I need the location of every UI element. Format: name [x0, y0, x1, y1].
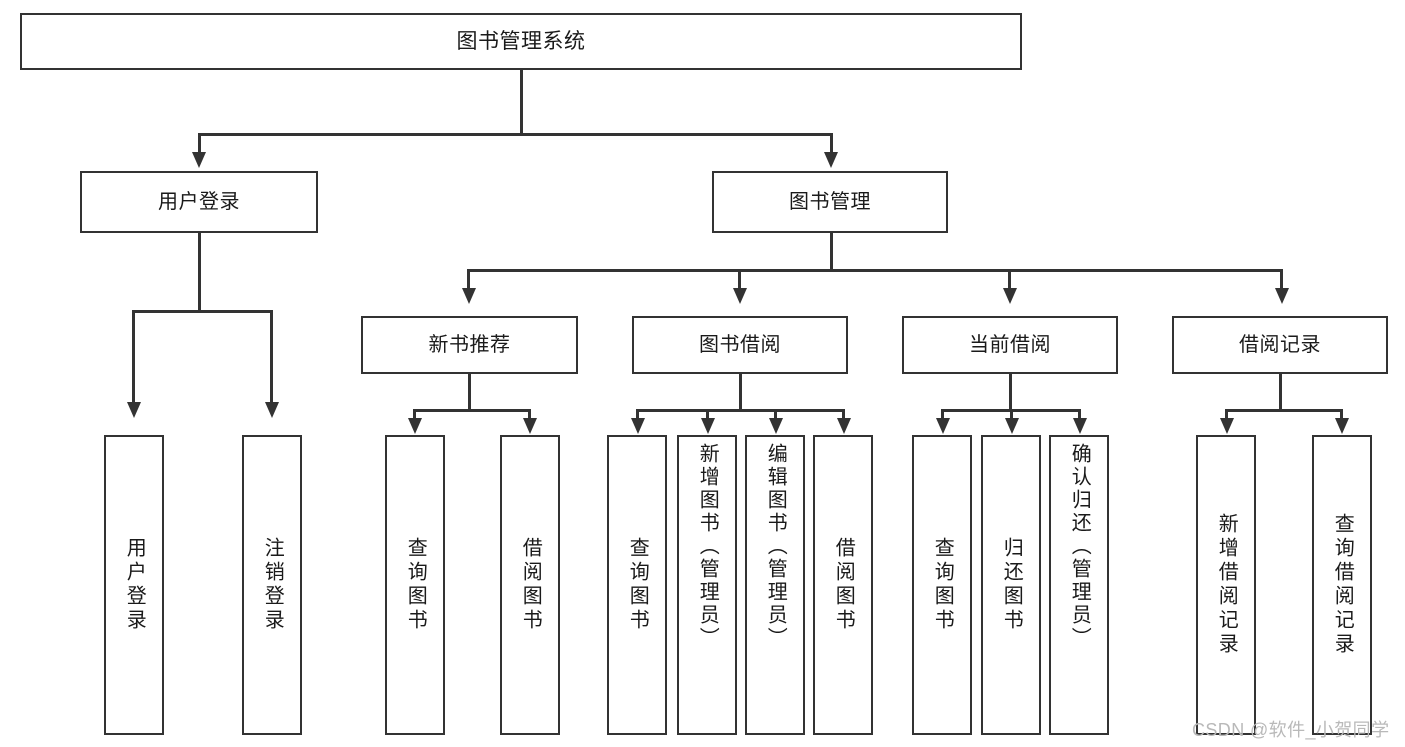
connector-drop-leaf-query-record	[1340, 409, 1343, 421]
arrow-head-book-management	[824, 152, 838, 168]
arrow-head-leaf-add-book	[701, 418, 715, 434]
connector-drop-leaf-add-book	[706, 409, 709, 421]
arrow-head-leaf-borrow-book-1	[523, 418, 537, 434]
connector-level3-bus	[467, 269, 1282, 272]
leaf-borrow-book-recommend[interactable]: 借阅图书	[500, 435, 560, 735]
leaf-edit-book-admin[interactable]: 编辑图书（管理员）	[745, 435, 805, 735]
connector-drop-leaf-user-login	[132, 310, 135, 405]
node-book-borrow[interactable]: 图书借阅	[632, 316, 848, 374]
leaf-confirm-return-admin[interactable]: 确认归还（管理员）	[1049, 435, 1109, 735]
leaf-add-book-admin[interactable]: 新增图书（管理员）	[677, 435, 737, 735]
leaf-query-book-recommend[interactable]: 查询图书	[385, 435, 445, 735]
connector-drop-leaf-query-book-1	[413, 409, 416, 421]
leaf-logout[interactable]: 注销登录	[242, 435, 302, 735]
connector-drop-leaf-logout	[270, 310, 273, 405]
arrow-head-borrow-record	[1275, 288, 1289, 304]
connector-new-book-recommend-bus	[413, 409, 531, 412]
arrow-head-leaf-user-login	[127, 402, 141, 418]
arrow-head-current-borrow	[1003, 288, 1017, 304]
connector-book-management-stem	[830, 233, 833, 272]
connector-drop-leaf-edit-book	[774, 409, 777, 421]
leaf-query-book-borrow[interactable]: 查询图书	[607, 435, 667, 735]
arrow-head-leaf-return-book	[1005, 418, 1019, 434]
connector-drop-leaf-return-book	[1010, 409, 1013, 421]
connector-drop-leaf-query-book-2	[636, 409, 639, 421]
arrow-head-leaf-confirm-return	[1073, 418, 1087, 434]
leaf-add-borrow-record[interactable]: 新增借阅记录	[1196, 435, 1256, 735]
arrow-head-leaf-edit-book	[769, 418, 783, 434]
leaf-return-book[interactable]: 归还图书	[981, 435, 1041, 735]
arrow-head-leaf-logout	[265, 402, 279, 418]
node-user-login[interactable]: 用户登录	[80, 171, 318, 233]
connector-root-stem	[520, 70, 523, 134]
connector-user-login-stem	[198, 233, 201, 312]
connector-user-login-bus	[132, 310, 272, 313]
arrow-head-leaf-add-record	[1220, 418, 1234, 434]
arrow-head-leaf-query-book-3	[936, 418, 950, 434]
arrow-head-user-login	[192, 152, 206, 168]
connector-current-borrow-stem	[1009, 374, 1012, 411]
connector-drop-current-borrow	[1008, 269, 1011, 291]
arrow-head-book-borrow	[733, 288, 747, 304]
leaf-borrow-book[interactable]: 借阅图书	[813, 435, 873, 735]
node-root-book-management-system[interactable]: 图书管理系统	[20, 13, 1022, 70]
connector-book-borrow-bus	[636, 409, 844, 412]
leaf-query-book-current[interactable]: 查询图书	[912, 435, 972, 735]
leaf-query-borrow-record[interactable]: 查询借阅记录	[1312, 435, 1372, 735]
node-borrow-record[interactable]: 借阅记录	[1172, 316, 1388, 374]
connector-drop-user-login	[198, 133, 201, 157]
connector-drop-leaf-query-book-3	[941, 409, 944, 421]
arrow-head-new-book-recommend	[462, 288, 476, 304]
connector-borrow-record-stem	[1279, 374, 1282, 411]
node-book-management[interactable]: 图书管理	[712, 171, 948, 233]
arrow-head-leaf-query-book-2	[631, 418, 645, 434]
connector-new-book-recommend-stem	[468, 374, 471, 411]
connector-drop-new-book-recommend	[467, 269, 470, 291]
connector-borrow-record-bus	[1225, 409, 1343, 412]
arrow-head-leaf-borrow-book-2	[837, 418, 851, 434]
connector-root-bus	[198, 133, 832, 136]
arrow-head-leaf-query-record	[1335, 418, 1349, 434]
node-current-borrow[interactable]: 当前借阅	[902, 316, 1118, 374]
leaf-user-login[interactable]: 用户登录	[104, 435, 164, 735]
csdn-watermark: CSDN @软件_小贺同学	[1192, 720, 1390, 740]
connector-book-borrow-stem	[739, 374, 742, 411]
connector-drop-leaf-borrow-book-2	[842, 409, 845, 421]
connector-drop-leaf-confirm-return	[1078, 409, 1081, 421]
connector-drop-borrow-record	[1280, 269, 1283, 291]
connector-drop-leaf-add-record	[1225, 409, 1228, 421]
node-new-book-recommend[interactable]: 新书推荐	[361, 316, 578, 374]
arrow-head-leaf-query-book-1	[408, 418, 422, 434]
connector-drop-book-borrow	[738, 269, 741, 291]
connector-drop-book-management	[830, 133, 833, 157]
connector-drop-leaf-borrow-book-1	[528, 409, 531, 421]
